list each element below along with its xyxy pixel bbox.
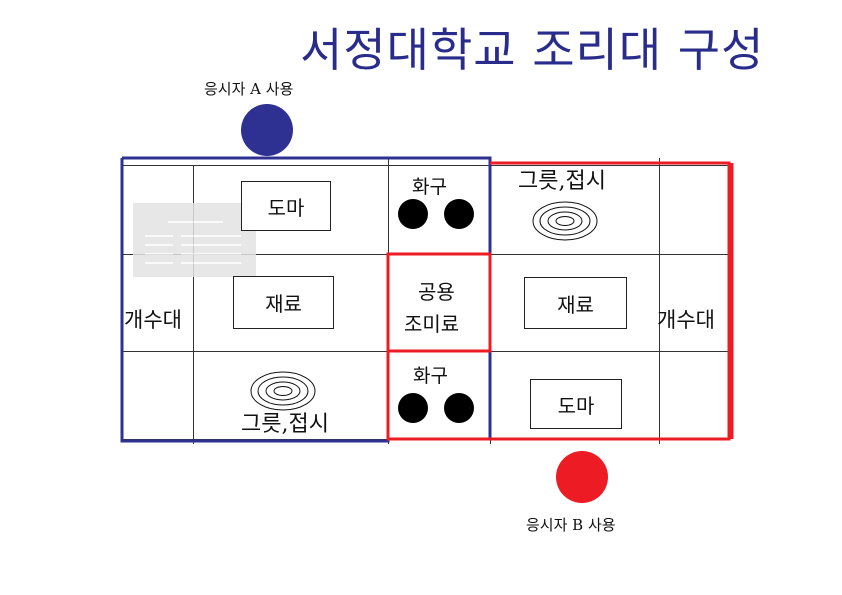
burner-a-label: 화구 [412,176,447,198]
cutting-board-b: 도마 [530,379,622,429]
ingredients-a: 재료 [233,276,334,329]
burner-a-2 [444,199,474,229]
grid-line-top [122,165,728,166]
burner-b-label: 화구 [413,365,448,387]
shared-seasoning-line1: 공용 [418,280,455,304]
burner-a-1 [398,199,428,229]
user-a-marker [241,104,293,156]
shared-seasoning-line2: 조미료 [404,312,460,336]
burner-b-1 [398,393,428,423]
plate-stack-a-icon [250,371,316,411]
page-title: 서정대학교 조리대 구성 [300,23,765,77]
user-b-marker [556,451,608,503]
user-a-label: 응시자 A 사용 [204,80,294,98]
ingredients-a-label: 재료 [265,292,302,316]
grid-line-col4 [659,158,660,444]
burner-b-2 [444,393,474,423]
zone-a-outline [120,156,492,443]
grid-line-col1 [193,165,194,444]
dishes-b-label: 그릇,접시 [518,169,606,194]
dishes-a-label: 그릇,접시 [241,412,329,437]
plate-stack-b-icon [532,201,598,241]
user-b-label: 응시자 B 사용 [526,516,616,534]
ingredients-b-label: 재료 [557,292,594,317]
cutting-board-a: 도마 [241,181,331,231]
watermark-stamp [133,203,256,277]
ingredients-b: 재료 [524,277,627,329]
left-sink-label: 개수대 [124,308,182,332]
cutting-board-a-label: 도마 [267,195,305,220]
zone-b-outline [386,161,731,441]
right-sink-label: 개수대 [657,308,715,332]
cutting-board-b-label: 도마 [557,393,595,418]
